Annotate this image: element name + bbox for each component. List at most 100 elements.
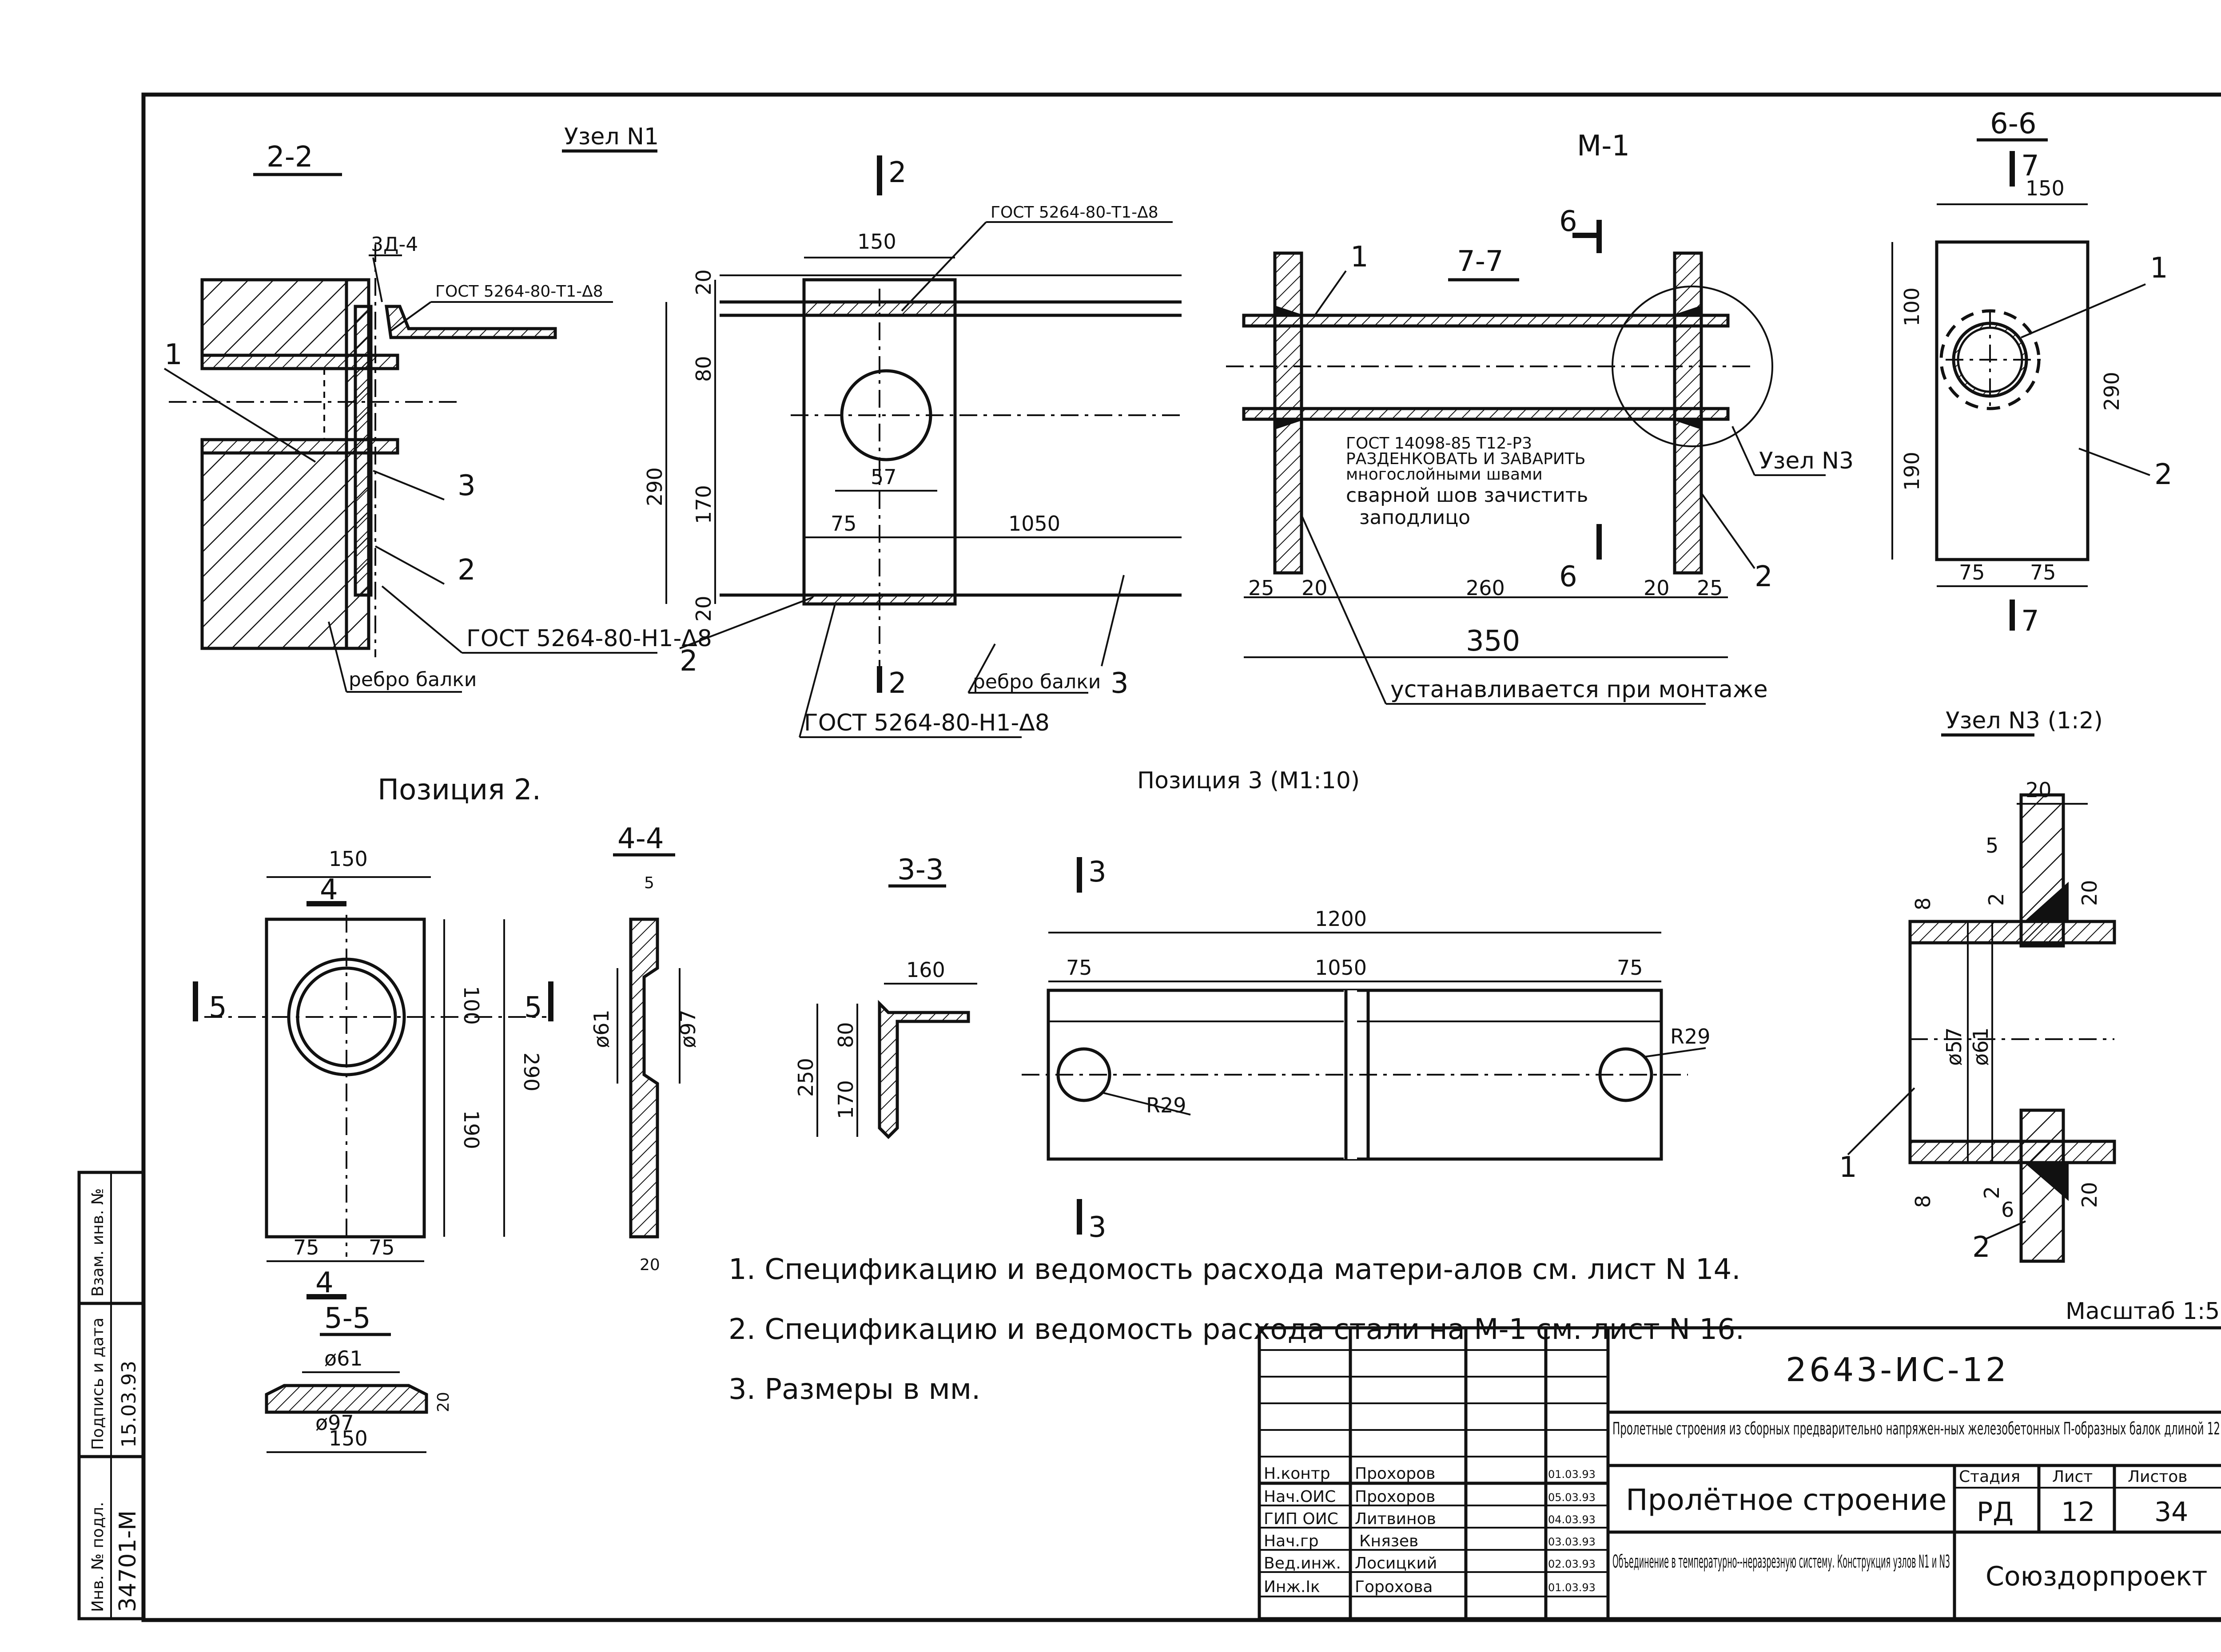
sec22-gost-bot: ГОСТ 5264-80-Н1-Δ8 xyxy=(466,625,712,652)
node3-d20r: 20 xyxy=(2078,880,2102,906)
note-3: 3. Размеры в мм. xyxy=(728,1373,980,1406)
sec44-d20: 20 xyxy=(640,1256,660,1274)
plan-gost-bot: ГОСТ 5264-80-Н1-Δ8 xyxy=(804,710,1050,736)
tb-object: Пролётное строение xyxy=(1626,1483,1947,1517)
stamp-sign-value: 15.03.93 xyxy=(118,1361,140,1448)
stamp-vzam-label: Взам. инв. № xyxy=(89,1188,107,1297)
m1-cut6-top: 6 xyxy=(1559,205,1577,238)
plan-p3: 3 xyxy=(1110,667,1129,700)
section-5-5: 5-5 ø61 ø97 150 20 xyxy=(265,1302,453,1453)
tb-code: 2643-ИС-12 xyxy=(1786,1351,2009,1389)
plan-d170: 170 xyxy=(692,485,716,524)
sec66-d75a: 75 xyxy=(1959,560,1985,584)
sig-role-1: Нач.ОИС xyxy=(1264,1488,1336,1506)
m1-d20a: 20 xyxy=(1302,576,1328,600)
node1-title: Узел N1 xyxy=(564,123,659,150)
pos3-d75a: 75 xyxy=(1066,956,1092,980)
sec55-title: 5-5 xyxy=(324,1302,371,1335)
pos2-cut4-top: 4 xyxy=(320,874,338,906)
sec55-d97: ø97 xyxy=(315,1411,354,1435)
m1-mount: устанавливается при монтаже xyxy=(1390,676,1768,703)
sec55-d150: 150 xyxy=(329,1426,368,1450)
sec22-p2: 2 xyxy=(458,554,476,587)
section-6-6: 6-6 7 7 150 100 190 290 75 75 1 2 xyxy=(1891,107,2173,638)
pos2-d190: 190 xyxy=(459,1110,483,1149)
sig-role-0: Н.контр xyxy=(1264,1465,1330,1483)
node3-title: Узел N3 (1:2) xyxy=(1946,707,2103,734)
sec22-3d4: 3Д-4 xyxy=(371,233,418,256)
plan-d80: 80 xyxy=(692,356,716,382)
plan-d1050: 1050 xyxy=(1008,512,1060,536)
sec66-d150: 150 xyxy=(2026,176,2065,200)
section-2-2: 2-2 Узел N1 3Д-4 ГОСТ 5264-80-Т1-Δ8 1 3 … xyxy=(163,123,712,693)
sec44-d61: ø61 xyxy=(589,1009,613,1048)
sig-role-4: Вед.инж. xyxy=(1264,1554,1341,1573)
tb-org: Союздорпроект xyxy=(1986,1561,2207,1592)
pos2-d75b: 75 xyxy=(369,1235,395,1259)
plan-d20b: 20 xyxy=(692,596,716,622)
node3-p1: 1 xyxy=(1839,1151,1857,1184)
m1-p1: 1 xyxy=(1350,241,1369,274)
sec22-p1: 1 xyxy=(164,338,183,371)
node3-d61: ø61 xyxy=(1969,1027,1993,1066)
sec66-p1: 1 xyxy=(2150,252,2168,285)
m1-note3: многослойными швами xyxy=(1346,465,1543,484)
sec33-title: 3-3 xyxy=(897,854,944,886)
sec66-d190: 190 xyxy=(1900,452,1924,491)
pos2-title: Позиция 2. xyxy=(378,774,541,806)
sec33-d170: 170 xyxy=(834,1080,858,1119)
sig-role-2: ГИП ОИС xyxy=(1264,1510,1338,1528)
plan-d75: 75 xyxy=(831,512,857,536)
sec22-title: 2-2 xyxy=(267,141,313,174)
node3-d6: 6 xyxy=(2001,1198,2014,1222)
position-3: Позиция 3 (М1:10) 3 3 1200 75 1050 75 R2… xyxy=(1022,767,1711,1244)
m1-d25b: 25 xyxy=(1697,576,1723,600)
stamp-inv-label: Инв. № подл. xyxy=(89,1502,107,1612)
tb-sheet-title: Объединение в температурно--неразрезную … xyxy=(1612,1552,1950,1572)
pos3-title: Позиция 3 (М1:10) xyxy=(1137,767,1360,794)
sec44-d5: 5 xyxy=(644,874,654,892)
node3-d5: 5 xyxy=(1986,834,1998,858)
sec55-d61: ø61 xyxy=(324,1346,363,1370)
node3-d8b: 8 xyxy=(1911,1195,1935,1208)
sec66-cut7-bot: 7 xyxy=(2021,605,2039,638)
tb-stage-label: Стадия xyxy=(1959,1468,2020,1486)
node3-p2: 2 xyxy=(1972,1231,1990,1264)
sig-name-0: Прохоров xyxy=(1355,1465,1435,1483)
plan-p2: 2 xyxy=(680,645,698,678)
node-3-detail: Узел N3 (1:2) 20 5 2 20 8 ø57 ø61 8 2 6 … xyxy=(1839,707,2116,1264)
plan-d57: 57 xyxy=(871,465,897,489)
sec22-p3: 3 xyxy=(458,469,476,502)
pos2-cut5-right: 5 xyxy=(524,991,542,1024)
sec44-d97: ø97 xyxy=(676,1009,700,1048)
sec66-p2: 2 xyxy=(2154,458,2173,491)
sec33-d160: 160 xyxy=(906,958,945,982)
pos3-cut3-top: 3 xyxy=(1088,856,1107,889)
m1-note1: ГОСТ 14098-85 Т12-Р3 xyxy=(1346,434,1532,453)
plan-gost-top: ГОСТ 5264-80-Т1-Δ8 xyxy=(991,203,1158,222)
scale-label: Масштаб 1:5 xyxy=(2066,1298,2220,1325)
plan-d20a: 20 xyxy=(692,269,716,295)
sec66-d100: 100 xyxy=(1900,287,1924,326)
tb-sheets: 34 xyxy=(2154,1497,2188,1528)
sig-name-3: Князев xyxy=(1359,1532,1418,1550)
sec66-d75b: 75 xyxy=(2030,560,2056,584)
sig-name-5: Горохова xyxy=(1355,1578,1433,1596)
node3-d57: ø57 xyxy=(1942,1027,1966,1066)
pos2-d150: 150 xyxy=(329,847,368,871)
notes: 1. Спецификацию и ведомость расхода мате… xyxy=(728,1253,1744,1406)
m1-view: М-1 7-7 6 6 ГОСТ 14098-85 Т12-Р3 РАЗДЕНК… xyxy=(1226,130,1854,705)
tb-sheets-label: Листов xyxy=(2128,1468,2187,1486)
sig-name-2: Литвинов xyxy=(1355,1510,1436,1528)
node3-d20t: 20 xyxy=(2026,778,2052,802)
position-2: Позиция 2. 150 4 5 5 100 190 290 75 75 4 xyxy=(193,774,553,1299)
node3-d8a: 8 xyxy=(1911,897,1935,910)
side-stamp: Взам. инв. № Подпись и дата 15.03.93 Инв… xyxy=(77,1171,145,1620)
stamp-inv-value: 34701-М xyxy=(115,1510,141,1612)
tb-sheet: 12 xyxy=(2061,1497,2095,1528)
tb-stage: РД xyxy=(1977,1497,2014,1528)
sig-date-1: 05.03.93 xyxy=(1548,1491,1596,1504)
sig-date-5: 01.03.93 xyxy=(1548,1581,1596,1594)
plan-d290: 290 xyxy=(643,467,667,506)
